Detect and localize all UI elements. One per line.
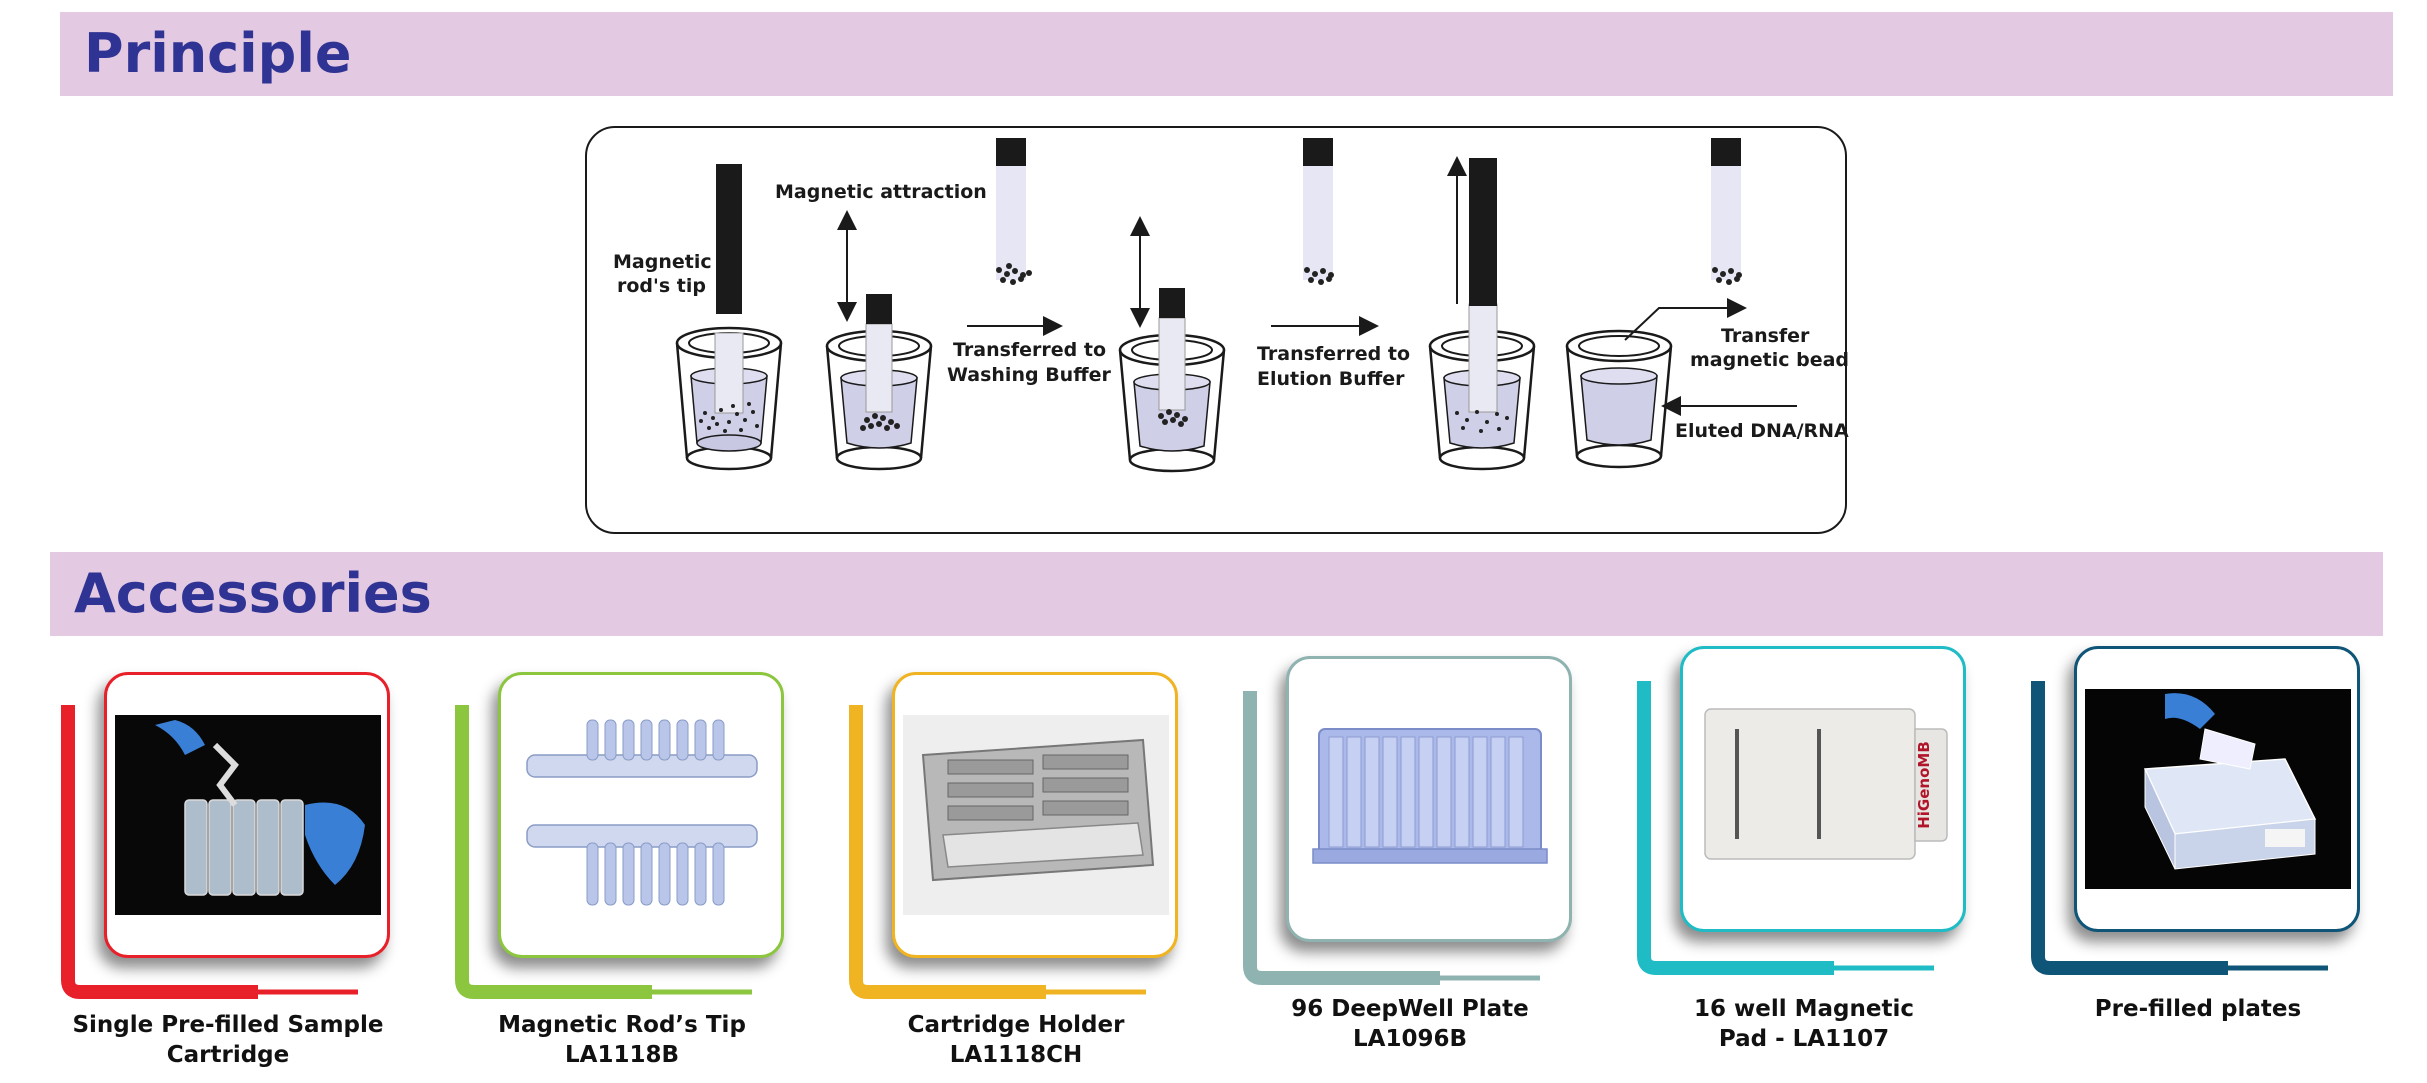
cartridge-holder-photo (903, 715, 1169, 915)
accessory-card-6 (2074, 646, 2360, 932)
principle-banner: Principle (60, 12, 2393, 96)
accessory-label-4-line2: LA1096B (1352, 1026, 1467, 1052)
accessory-label-3-line2: LA1118CH (949, 1042, 1083, 1068)
rod-tip-photo (509, 715, 775, 915)
magnetic-rod-7 (1711, 138, 1742, 285)
accessory-bracket-2 (455, 705, 752, 999)
accessories-title: Accessories (74, 562, 432, 625)
accessory-bracket-3 (849, 705, 1146, 999)
deepwell-plate-photo (1297, 699, 1563, 899)
transfer-label-2: magnetic bead (1690, 349, 1849, 371)
transfer-label-1: Transfer (1721, 325, 1810, 347)
accessory-label-1-line1: Single Pre-filled Sample (72, 1012, 384, 1038)
accessory-card-4 (1286, 656, 1572, 942)
accessory-label-2-line2: LA1118B (564, 1042, 679, 1068)
accessory-label-2-line1: Magnetic Rod’s Tip (498, 1012, 746, 1038)
magnetic-rod-6 (1469, 158, 1497, 306)
accessory-label-4-line1: 96 DeepWell Plate (1291, 996, 1529, 1022)
sample-cartridge-photo (115, 715, 381, 915)
beaker-5 (1565, 329, 1673, 469)
magnetic-pad-photo: HiGenoMB (1691, 689, 1957, 889)
prefilled-plates-photo (2085, 689, 2351, 889)
accessory-label-5-line2: Pad - LA1107 (1718, 1026, 1890, 1052)
accessory-label-5-line1: 16 well Magnetic (1694, 996, 1914, 1022)
pad-brand-logo: HiGenoMB (1915, 741, 1933, 829)
magnetic-rod-3 (996, 138, 1032, 285)
accessory-bracket-4 (1243, 691, 1540, 985)
beaker-1 (675, 164, 783, 471)
elution-label-1: Transferred to (1257, 343, 1410, 365)
accessory-label-1-line2: Cartridge (166, 1042, 290, 1068)
accessory-label-3-line1: Cartridge Holder (907, 1012, 1125, 1038)
rod-tip-label-1: Magnetic (613, 251, 712, 273)
magnetic-attraction-label: Magnetic attraction (775, 181, 987, 203)
accessory-bracket-5 (1637, 681, 1934, 975)
accessory-card-3 (892, 672, 1178, 958)
accessory-bracket-6 (2031, 681, 2328, 975)
elution-label-2: Elution Buffer (1257, 368, 1405, 390)
principle-diagram: Magnetic rod's tip Magnetic attraction (585, 126, 1849, 534)
eluted-label: Eluted DNA/RNA (1675, 420, 1849, 442)
rod-tip-label-2: rod's tip (617, 275, 706, 297)
principle-diagram-svg: Magnetic rod's tip Magnetic attraction (613, 138, 1849, 473)
accessory-bracket-1 (61, 705, 358, 999)
beaker-3 (1118, 288, 1226, 473)
magnetic-rod-1 (716, 164, 742, 314)
magnetic-rod-2 (866, 294, 892, 324)
magnetic-rod-5 (1303, 138, 1334, 285)
accessory-card-1 (104, 672, 390, 958)
beaker-2 (825, 294, 933, 471)
beaker-4 (1428, 158, 1536, 471)
accessories-banner: Accessories (50, 552, 2383, 636)
accessory-card-5: HiGenoMB (1680, 646, 1966, 932)
accessory-card-2 (498, 672, 784, 958)
accessory-label-6-line1: Pre-filled plates (2094, 996, 2302, 1022)
washing-label-2: Washing Buffer (947, 364, 1111, 386)
principle-title: Principle (84, 22, 352, 85)
magnetic-rod-4 (1159, 288, 1185, 318)
washing-label-1: Transferred to (953, 339, 1106, 361)
